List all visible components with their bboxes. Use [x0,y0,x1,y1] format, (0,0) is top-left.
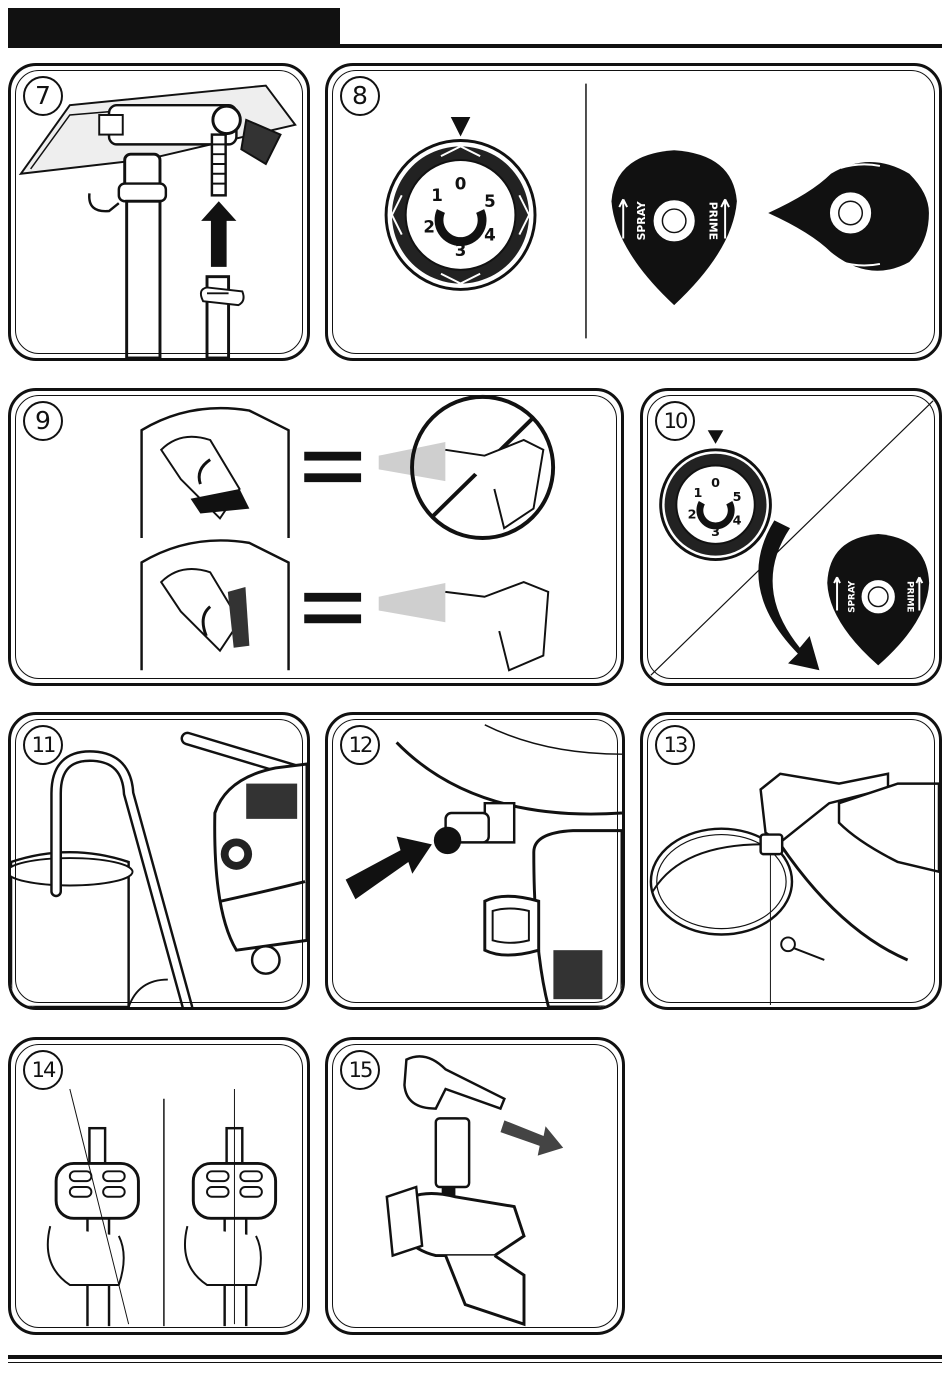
spray-prime-knob-horizontal [768,162,929,271]
svg-text:1: 1 [431,186,443,205]
pressure-dial: 0 1 2 3 4 5 [661,450,771,560]
svg-text:4: 4 [484,225,496,244]
header-rule [8,44,942,48]
step-8-illustration: 0 1 2 3 4 5 SPRAY PRIME [328,66,939,358]
step-12-panel: 12 [325,712,625,1010]
trigger-lock-engaged [142,408,289,538]
svg-text:1: 1 [693,486,702,501]
svg-text:SPRAY: SPRAY [848,580,858,613]
equals-icon [304,593,361,623]
step-14-number: 14 [23,1050,63,1090]
svg-text:PRIME: PRIME [706,202,719,240]
up-arrow-icon [201,201,236,267]
step-13-number: 13 [655,725,695,765]
svg-text:2: 2 [423,218,435,237]
step-14-panel: 14 [8,1037,310,1335]
step-7-number: 7 [23,76,63,116]
svg-text:PRIME: PRIME [905,581,915,612]
step-7-panel: 7 [8,63,310,361]
svg-text:3: 3 [711,525,720,540]
svg-text:5: 5 [733,490,742,505]
svg-text:5: 5 [484,192,496,211]
step-11-panel: 11 [8,712,310,1010]
svg-text:4: 4 [733,513,742,528]
step-15-panel: 15 [325,1037,625,1335]
svg-text:SPRAY: SPRAY [635,201,648,240]
svg-text:0: 0 [711,476,720,491]
tip-guard-right [185,1089,276,1326]
footer-rule-thin [8,1362,942,1363]
step-9-panel: 9 [8,388,624,686]
pressure-dial: 0 1 2 3 4 5 [386,140,535,289]
equals-icon [304,452,361,482]
right-arrow-icon [500,1120,563,1155]
trigger-lock-released [142,540,289,670]
step-11-number: 11 [23,725,63,765]
right-arrow-icon [346,837,432,900]
svg-text:0: 0 [455,174,467,193]
header-bar [8,8,340,44]
step-15-number: 15 [340,1050,380,1090]
triangle-marker-icon [708,430,724,444]
svg-text:2: 2 [688,507,697,522]
step-10-panel: 10 0 1 2 3 4 5 SPRAY PRIME [640,388,942,686]
step-9-number: 9 [23,401,63,441]
step-9-illustration [11,391,621,683]
step-8-number: 8 [340,76,380,116]
step-8-panel: 8 0 1 2 3 4 5 SPRAY PRIME [325,63,942,361]
spray-prime-knob: SPRAY PRIME [827,534,929,665]
step-12-number: 12 [340,725,380,765]
spray-prime-knob-vertical: SPRAY PRIME [611,150,736,305]
footer-rule [8,1355,942,1359]
step-13-panel: 13 [640,712,942,1010]
step-10-number: 10 [655,401,695,441]
tip-guard-left [48,1089,139,1326]
triangle-marker-icon [451,117,471,137]
curved-arrow-icon [758,520,819,670]
svg-text:3: 3 [455,241,467,260]
